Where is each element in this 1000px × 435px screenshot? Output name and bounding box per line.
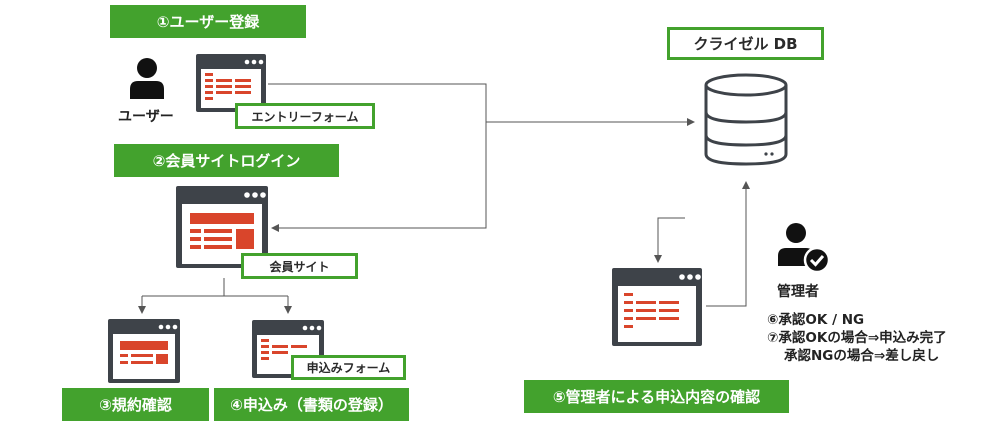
user-role-label: ユーザー (118, 109, 174, 125)
step4-label: ④申込み（書類の登録） (214, 388, 409, 421)
member-site-window (176, 186, 268, 268)
admin-role-label: 管理者 (777, 284, 819, 300)
database-label: クライゼル DB (667, 27, 824, 60)
admin-icon (778, 223, 830, 274)
entry-form-label: エントリーフォーム (235, 103, 375, 129)
note-approval-ng: 承認NGの場合⇒差し戻し (784, 348, 940, 364)
step1-label: ①ユーザー登録 (110, 5, 306, 38)
step3-label: ③規約確認 (62, 388, 209, 421)
entry-form-window (196, 54, 266, 112)
arrow-to-member-site (271, 122, 487, 232)
user-icon (130, 58, 164, 99)
terms-window (108, 319, 180, 383)
step2-label: ②会員サイトログイン (114, 144, 339, 177)
admin-review-window (612, 268, 702, 346)
arrow-db-to-admin-window (654, 217, 685, 263)
member-site-label: 会員サイト (241, 253, 358, 279)
database-icon (704, 73, 788, 166)
note-approval: ⑥承認OK / NG (767, 312, 865, 328)
step5-label: ⑤管理者による申込内容の確認 (524, 380, 789, 413)
arrow-admin-to-db (706, 181, 750, 307)
note-approval-ok: ⑦承認OKの場合⇒申込み完了 (767, 330, 947, 346)
application-form-label: 申込みフォーム (291, 355, 406, 380)
line-entry-to-junction (268, 83, 487, 122)
